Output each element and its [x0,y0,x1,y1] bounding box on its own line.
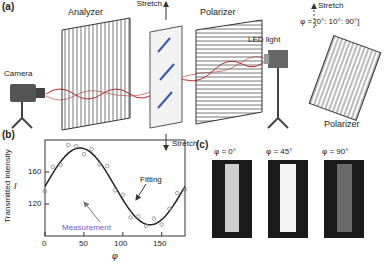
text-label: Stretch [318,2,343,10]
text-label: 50 [79,240,88,248]
text-label: φ = 0° [214,148,236,156]
text-label: I [14,182,17,191]
text-label: Stretch [137,0,162,8]
text-label: Transmitted intensity [4,149,12,223]
analyzer-plate [62,18,130,130]
sample-photos [212,160,364,238]
text-label: Polarizer [324,120,360,129]
text-label: φ = [0°: 10°: 90°] [300,18,359,26]
text-label: φ = 45° [266,148,292,156]
fibers [158,38,174,108]
rotated-polarizer [309,36,381,121]
chart [43,140,187,236]
text-label: 120 [28,200,41,208]
text-label: Analyzer [68,8,103,17]
text-label: 100 [114,240,127,248]
sample-film [150,26,182,128]
text-label: (c) [196,140,208,150]
text-label: 160 [28,168,41,176]
text-label: Stretch [172,140,197,148]
text-label: Camera [4,70,32,78]
stretch-arrow [166,2,167,20]
text-label: φ = 90° [322,148,348,156]
text-label: LED light [248,36,280,44]
text-label: (b) [2,130,15,140]
text-label: Polarizer [200,8,236,17]
text-label: φ [112,252,118,261]
text-label: Measurement [62,224,111,232]
text-label: 150 [153,240,166,248]
camera [10,84,45,128]
text-label: (a) [2,2,14,12]
text-label: 0 [42,240,46,248]
text-label: Fitting [140,176,162,184]
led-light [264,50,288,128]
stretch-arrow [166,134,167,150]
